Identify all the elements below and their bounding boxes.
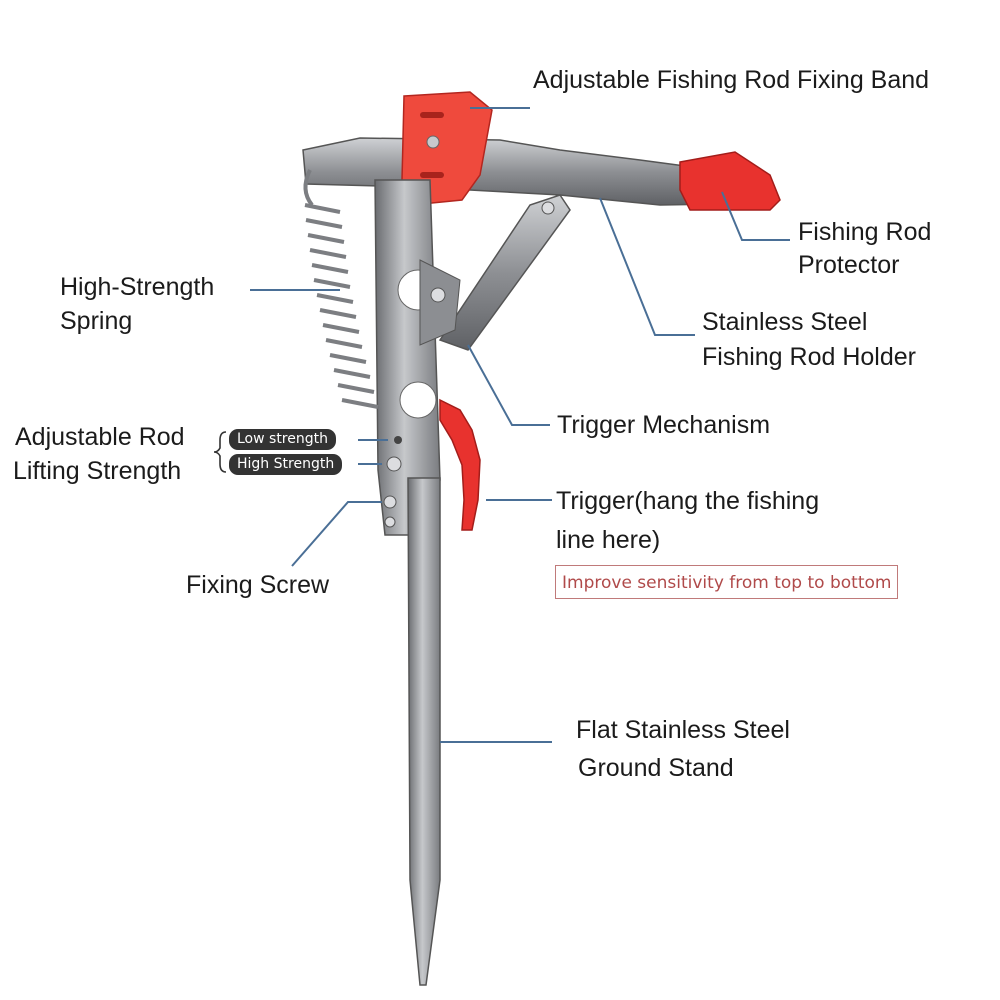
label-trigger-mechanism: Trigger Mechanism [557,411,771,439]
label-fixing-screw: Fixing Screw [186,571,330,599]
label-fixing-band: Adjustable Fishing Rod Fixing Band [533,66,930,94]
label-trigger-line2: line here) [556,526,661,554]
strength-brace [213,431,227,473]
band-slot [420,112,444,118]
label-trigger-line1: Trigger(hang the fishing [556,487,820,515]
leader-rod-protector [721,191,790,241]
ground-stand-spike [407,477,441,986]
body-cutout [399,381,437,419]
sensitivity-note: Improve sensitivity from top to bottom [555,565,899,599]
label-lifting-strength-line2: Lifting Strength [13,457,182,485]
leader-rod-holder [599,197,695,336]
label-rod-holder-line2: Fishing Rod Holder [702,343,916,371]
label-ground-stand-line2: Ground Stand [578,754,734,782]
leader-lines [250,107,790,743]
pivot-screw [430,287,446,303]
label-rod-protector-line1: Fishing Rod [798,218,932,246]
label-lifting-strength-line1: Adjustable Rod [15,423,185,451]
high-strength-spring [303,169,379,409]
pivot-screw [541,201,555,215]
label-spring-line2: Spring [60,307,133,335]
trigger-plate [419,259,461,346]
fixing-screw-part [383,495,397,509]
leader-trigger-mechanism [467,344,550,426]
label-rod-holder-line1: Stainless Steel [702,308,868,336]
adjust-screw [386,456,402,472]
band-rivet [426,135,440,149]
fixing-screw-part [384,516,396,528]
rod-holder-arm [302,137,721,206]
low-strength-badge: Low strength [229,429,336,450]
rod-protector-part [679,151,781,211]
trigger-part [439,398,481,531]
adjust-hole [394,436,402,444]
trigger-link [438,194,571,351]
leader-fixing-screw [291,501,382,567]
label-ground-stand-line1: Flat Stainless Steel [576,716,790,744]
high-strength-badge: High Strength [229,454,343,475]
band-slot [420,172,444,178]
label-spring-line1: High-Strength [60,273,215,301]
label-rod-protector-line2: Protector [798,251,900,279]
